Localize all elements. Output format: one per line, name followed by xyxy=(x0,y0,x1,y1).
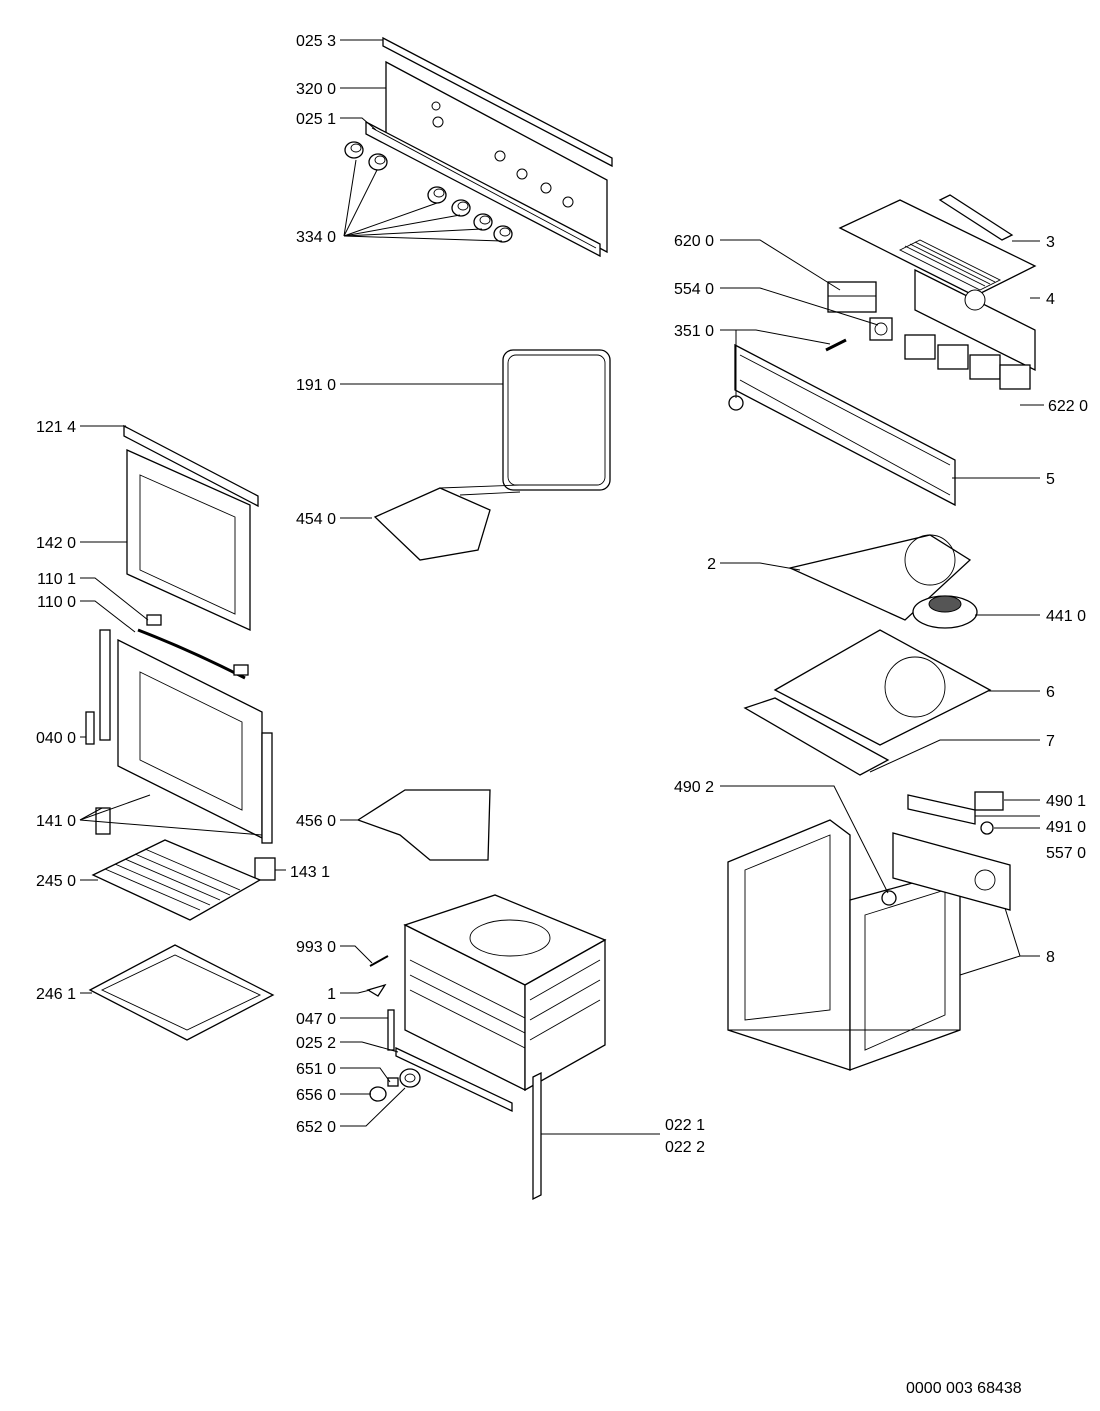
label-4: 4 xyxy=(1046,291,1055,308)
label-143-1: 143 1 xyxy=(290,864,330,881)
side-rail-part xyxy=(532,1071,542,1201)
panel-support-bracket-part xyxy=(365,120,601,258)
label-245-0: 245 0 xyxy=(36,873,76,890)
label-441-0: 441 0 xyxy=(1046,608,1086,625)
label-490-1: 490 1 xyxy=(1046,793,1086,810)
top-trim-strip-part xyxy=(382,36,613,168)
label-490-2: 490 2 xyxy=(674,779,714,796)
door-top-profile-part xyxy=(123,424,259,508)
label-022-1: 022 1 xyxy=(665,1117,705,1134)
label-6: 6 xyxy=(1046,684,1055,701)
label-246-1: 246 1 xyxy=(36,986,76,1003)
label-622-0: 622 0 xyxy=(1048,398,1088,415)
bottom-strip-part xyxy=(743,697,890,776)
label-456-0: 456 0 xyxy=(296,813,336,830)
outer-casing-part xyxy=(727,819,961,1071)
label-025-1: 025 1 xyxy=(296,111,336,128)
label-1: 1 xyxy=(327,986,336,1003)
label-491-0: 491 0 xyxy=(1046,819,1086,836)
rear-panel-part xyxy=(914,268,1036,372)
label-142-0: 142 0 xyxy=(36,535,76,552)
label-351-0: 351 0 xyxy=(674,323,714,340)
rear-wall-part xyxy=(773,629,992,746)
label-141-0: 141 0 xyxy=(36,813,76,830)
control-knobs-part xyxy=(344,141,513,243)
front-frame-part xyxy=(728,343,956,507)
label-656-0: 656 0 xyxy=(296,1087,336,1104)
top-cover-clip-part xyxy=(938,194,1014,241)
label-022-2: 022 2 xyxy=(665,1139,705,1156)
top-heating-element-part xyxy=(373,484,521,561)
side-electronics-panel-part xyxy=(892,832,1011,911)
leader-lines xyxy=(79,39,1044,1135)
fan-motor-part xyxy=(912,595,978,629)
switch-block-part xyxy=(904,334,1031,390)
baking-tray-part xyxy=(88,944,275,1041)
control-panel-part xyxy=(385,60,608,254)
timer-motor-part xyxy=(869,317,893,341)
label-554-0: 554 0 xyxy=(674,281,714,298)
temperature-probe-part xyxy=(980,821,994,835)
terminal-block-part xyxy=(907,794,976,825)
hinge-catch-part xyxy=(254,857,276,881)
wire-rack-part xyxy=(91,839,262,921)
label-7: 7 xyxy=(1046,733,1055,750)
door-gasket-part xyxy=(502,349,611,491)
label-047-0: 047 0 xyxy=(296,1011,336,1028)
label-320-0: 320 0 xyxy=(296,81,336,98)
lamp-holder-part xyxy=(399,1068,421,1088)
label-8: 8 xyxy=(1046,949,1055,966)
cavity-front-trim-part xyxy=(395,1046,513,1113)
label-2: 2 xyxy=(707,556,716,573)
label-025-2: 025 2 xyxy=(296,1035,336,1052)
label-334-0: 334 0 xyxy=(296,229,336,246)
label-110-0: 110 0 xyxy=(37,594,76,611)
label-454-0: 454 0 xyxy=(296,511,336,528)
oven-cavity-part xyxy=(403,894,607,1092)
thermostat-part xyxy=(881,890,897,906)
clip-part xyxy=(366,983,387,997)
label-5: 5 xyxy=(1046,471,1055,488)
small-knob-part xyxy=(369,1086,387,1102)
part-labels: 025 3 320 0 025 1 334 0 620 0 554 0 351 … xyxy=(36,33,1088,1156)
label-110-1: 110 1 xyxy=(37,571,76,588)
document-number: 0000 003 68438 xyxy=(906,1380,1022,1397)
label-191-0: 191 0 xyxy=(296,377,336,394)
door-hinge-part xyxy=(99,629,273,844)
outer-door-glass-part xyxy=(126,448,251,632)
label-651-0: 651 0 xyxy=(296,1061,336,1078)
screw-part xyxy=(369,955,389,967)
label-121-4: 121 4 xyxy=(36,419,76,436)
hinge-bracket-part xyxy=(85,711,95,745)
label-993-0: 993 0 xyxy=(296,939,336,956)
lamp-rod-part xyxy=(825,338,847,352)
connector-plug-part xyxy=(974,791,1004,811)
label-3: 3 xyxy=(1046,234,1055,251)
cavity-side-strip-part xyxy=(387,1009,395,1051)
grill-element-part xyxy=(356,789,491,861)
knob-spindle-part xyxy=(387,1077,399,1087)
handle-end-cap-part xyxy=(146,614,249,676)
top-cover-part xyxy=(838,199,1037,297)
label-557-0: 557 0 xyxy=(1046,845,1086,862)
label-652-0: 652 0 xyxy=(296,1119,336,1136)
label-025-3: 025 3 xyxy=(296,33,336,50)
fan-cover-part xyxy=(787,534,972,621)
label-040-0: 040 0 xyxy=(36,730,76,747)
label-620-0: 620 0 xyxy=(674,233,714,250)
